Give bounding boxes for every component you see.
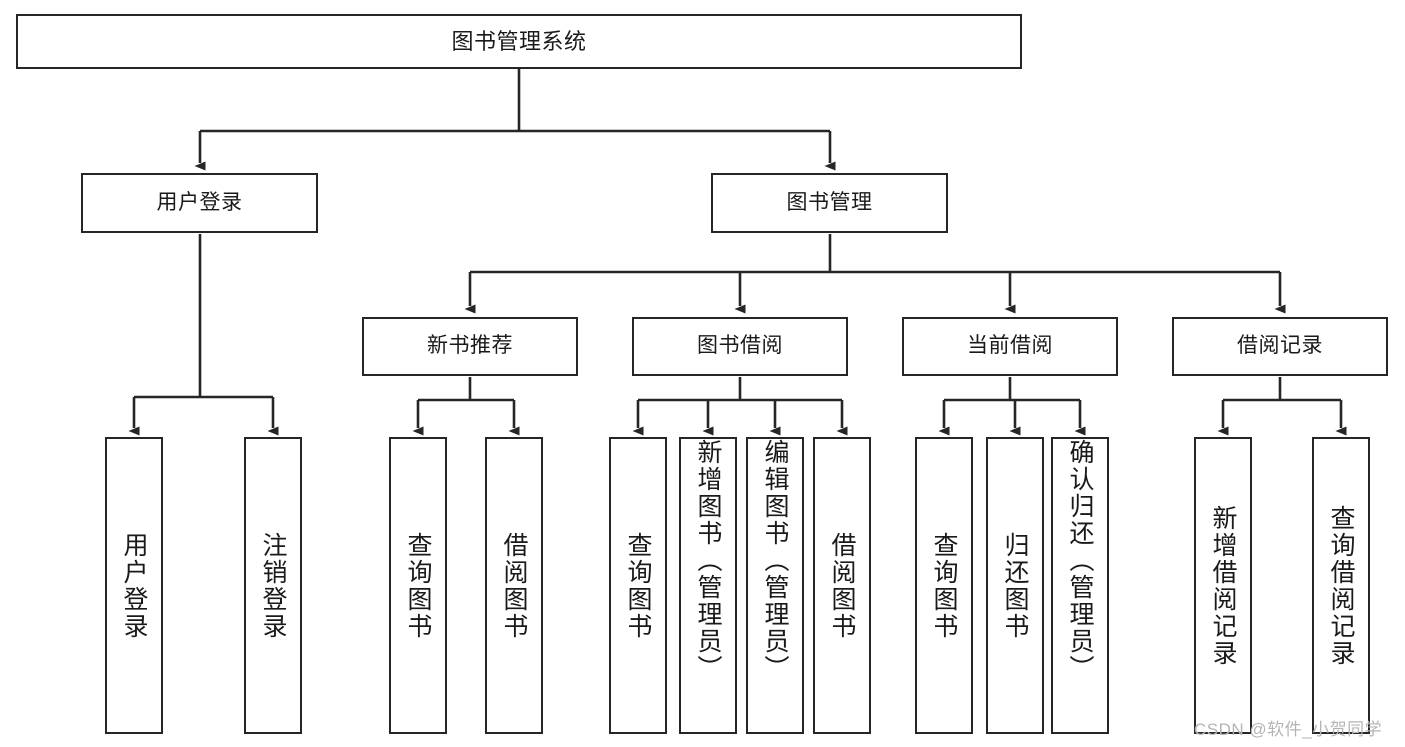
leaf-add-book-admin[interactable]: 新增图书（管理员） — [679, 437, 737, 734]
node-label: 用户登录 — [156, 190, 243, 214]
node-label: 查询图书 — [624, 531, 652, 640]
node-label: 用户登录 — [120, 531, 148, 640]
leaf-edit-book-admin[interactable]: 编辑图书（管理员） — [746, 437, 804, 734]
node-label: 归还图书 — [1001, 531, 1029, 640]
node-label: 借阅记录 — [1237, 334, 1323, 358]
leaf-logout[interactable]: 注销登录 — [244, 437, 302, 734]
node-label: 当前借阅 — [967, 334, 1053, 358]
node-label: 查询借阅记录 — [1327, 504, 1355, 667]
node-book-management[interactable]: 图书管理 — [711, 173, 948, 233]
node-current-borrow[interactable]: 当前借阅 — [902, 317, 1118, 376]
node-label: 查询图书 — [404, 531, 432, 640]
leaf-query-book-recommendation[interactable]: 查询图书 — [389, 437, 447, 734]
node-label: 借阅图书 — [828, 531, 856, 640]
node-label: 确认归还（管理员） — [1066, 439, 1094, 682]
leaf-query-book-borrow[interactable]: 查询图书 — [609, 437, 667, 734]
node-book-borrow[interactable]: 图书借阅 — [632, 317, 848, 376]
node-new-book-recommendation[interactable]: 新书推荐 — [362, 317, 578, 376]
node-user-login[interactable]: 用户登录 — [81, 173, 318, 233]
node-label: 新书推荐 — [427, 334, 513, 358]
leaf-borrow-book-recommendation[interactable]: 借阅图书 — [485, 437, 543, 734]
node-label: 编辑图书（管理员） — [761, 439, 789, 682]
node-label: 注销登录 — [259, 531, 287, 640]
leaf-add-borrow-record[interactable]: 新增借阅记录 — [1194, 437, 1252, 734]
leaf-query-borrow-record[interactable]: 查询借阅记录 — [1312, 437, 1370, 734]
node-label: 新增借阅记录 — [1209, 504, 1237, 667]
node-label: 借阅图书 — [500, 531, 528, 640]
node-label: 图书管理 — [786, 190, 873, 214]
node-borrow-record[interactable]: 借阅记录 — [1172, 317, 1388, 376]
node-label: 新增图书（管理员） — [694, 439, 722, 682]
leaf-return-book[interactable]: 归还图书 — [986, 437, 1044, 734]
node-label: 图书管理系统 — [451, 28, 587, 54]
node-root-book-management-system[interactable]: 图书管理系统 — [16, 14, 1022, 69]
node-label: 图书借阅 — [697, 334, 783, 358]
leaf-confirm-return-admin[interactable]: 确认归还（管理员） — [1051, 437, 1109, 734]
leaf-user-login[interactable]: 用户登录 — [105, 437, 163, 734]
csdn-watermark: CSDN @软件_小贺同学 — [1194, 720, 1383, 739]
leaf-query-book-current[interactable]: 查询图书 — [915, 437, 973, 734]
node-label: 查询图书 — [930, 531, 958, 640]
leaf-borrow-book[interactable]: 借阅图书 — [813, 437, 871, 734]
